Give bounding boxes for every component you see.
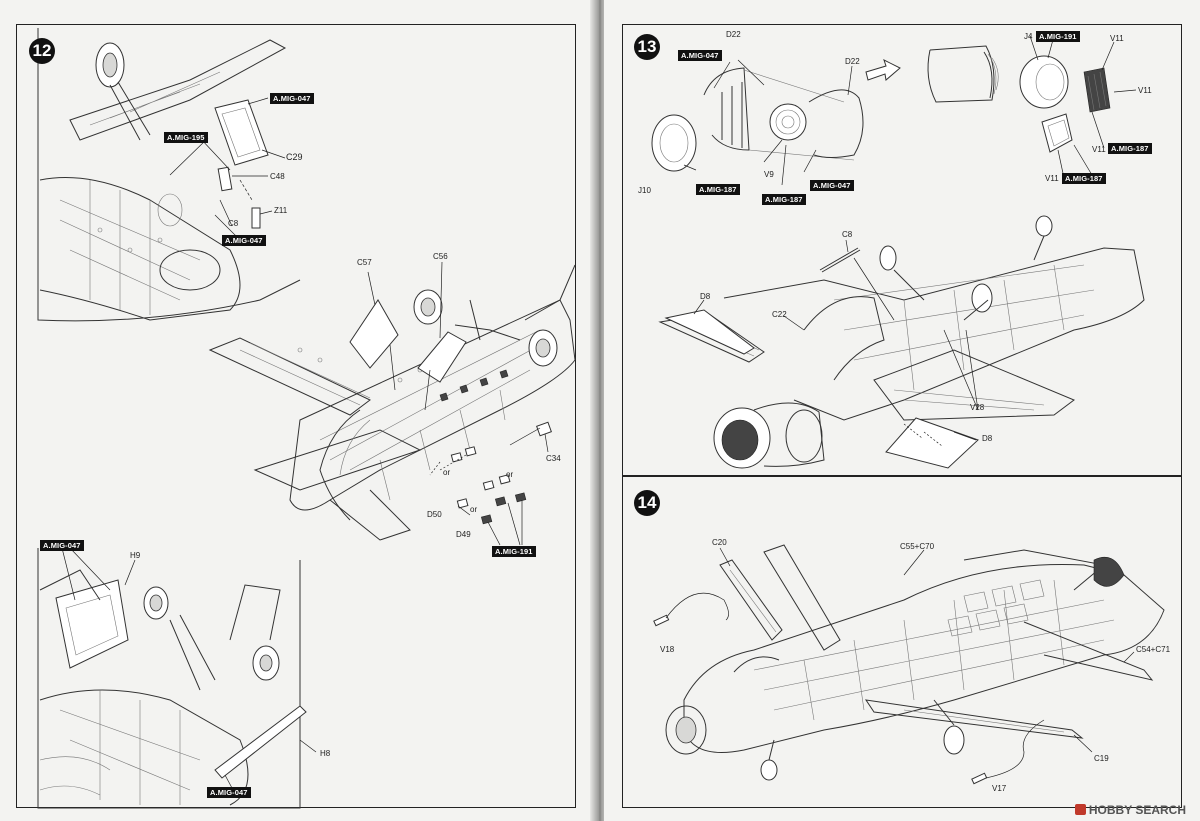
step-frame-13 xyxy=(622,24,1182,476)
part-label: C55+C70 xyxy=(900,542,935,551)
hobby-search-logo-icon xyxy=(1074,804,1086,815)
part-label: D8 xyxy=(982,434,993,443)
part-label: V18 xyxy=(660,645,675,654)
part-label: C8 xyxy=(842,230,853,239)
part-callout: A.MIG-187 xyxy=(696,184,740,195)
part-label: V11 xyxy=(1092,145,1106,154)
step-number-13: 13 xyxy=(634,34,660,60)
part-callout: A.MIG-191 xyxy=(492,546,536,557)
left-page: 12 A.MIG-047 A.MIG-195 C29 C48 Z11 C8 A.… xyxy=(0,0,596,821)
part-label: C22 xyxy=(772,310,787,319)
part-label: C48 xyxy=(270,172,285,181)
or-label: or xyxy=(506,470,514,479)
part-label: V11 xyxy=(1110,34,1124,43)
part-callout: A.MIG-047 xyxy=(40,540,84,551)
part-label: H9 xyxy=(130,551,141,560)
part-label: D8 xyxy=(700,292,711,301)
part-callout: A.MIG-191 xyxy=(1036,31,1080,42)
part-label: V17 xyxy=(992,784,1007,793)
step-frame-14 xyxy=(622,476,1182,808)
part-label: C54+C71 xyxy=(1136,645,1171,654)
part-callout: A.MIG-047 xyxy=(678,50,722,61)
part-label: C57 xyxy=(357,258,372,267)
part-label: C56 xyxy=(433,252,448,261)
right-page: 13 14 D22 A.MIG-047 D22 J4 A.MIG-191 V11… xyxy=(604,0,1200,821)
or-label: or xyxy=(443,468,451,477)
watermark-text: HOBBY SEARCH xyxy=(1088,803,1186,817)
part-label: C19 xyxy=(1094,754,1109,763)
step12-illustrations xyxy=(37,28,576,809)
part-callout: A.MIG-187 xyxy=(1062,173,1106,184)
part-label: C20 xyxy=(712,538,727,547)
part-label: C8 xyxy=(228,219,239,228)
or-label: or xyxy=(470,505,478,514)
part-label: D22 xyxy=(726,30,741,39)
part-label: J4 xyxy=(1024,32,1033,41)
step-number-14: 14 xyxy=(634,490,660,516)
part-callout: A.MIG-187 xyxy=(762,194,806,205)
part-label: V9 xyxy=(764,170,774,179)
part-label: C29 xyxy=(286,152,303,162)
part-callout: A.MIG-187 xyxy=(1108,143,1152,154)
part-callout: A.MIG-047 xyxy=(810,180,854,191)
watermark: HOBBY SEARCH xyxy=(1074,803,1186,817)
part-label: V11 xyxy=(1138,86,1152,95)
part-label: D22 xyxy=(845,57,860,66)
part-callout: A.MIG-047 xyxy=(207,787,251,798)
part-label: J10 xyxy=(638,186,651,195)
part-callout: A.MIG-047 xyxy=(222,235,266,246)
part-label: V28 xyxy=(970,403,985,412)
part-callout: A.MIG-195 xyxy=(164,132,208,143)
part-callout: A.MIG-047 xyxy=(270,93,314,104)
step13-14-illustrations xyxy=(651,35,1165,785)
step-number-12: 12 xyxy=(29,38,55,64)
part-label: Z11 xyxy=(274,206,288,215)
part-label: H8 xyxy=(320,749,331,758)
part-label: D49 xyxy=(456,530,471,539)
part-label: C34 xyxy=(546,454,561,463)
part-label: V11 xyxy=(1045,174,1059,183)
part-label: D50 xyxy=(427,510,442,519)
